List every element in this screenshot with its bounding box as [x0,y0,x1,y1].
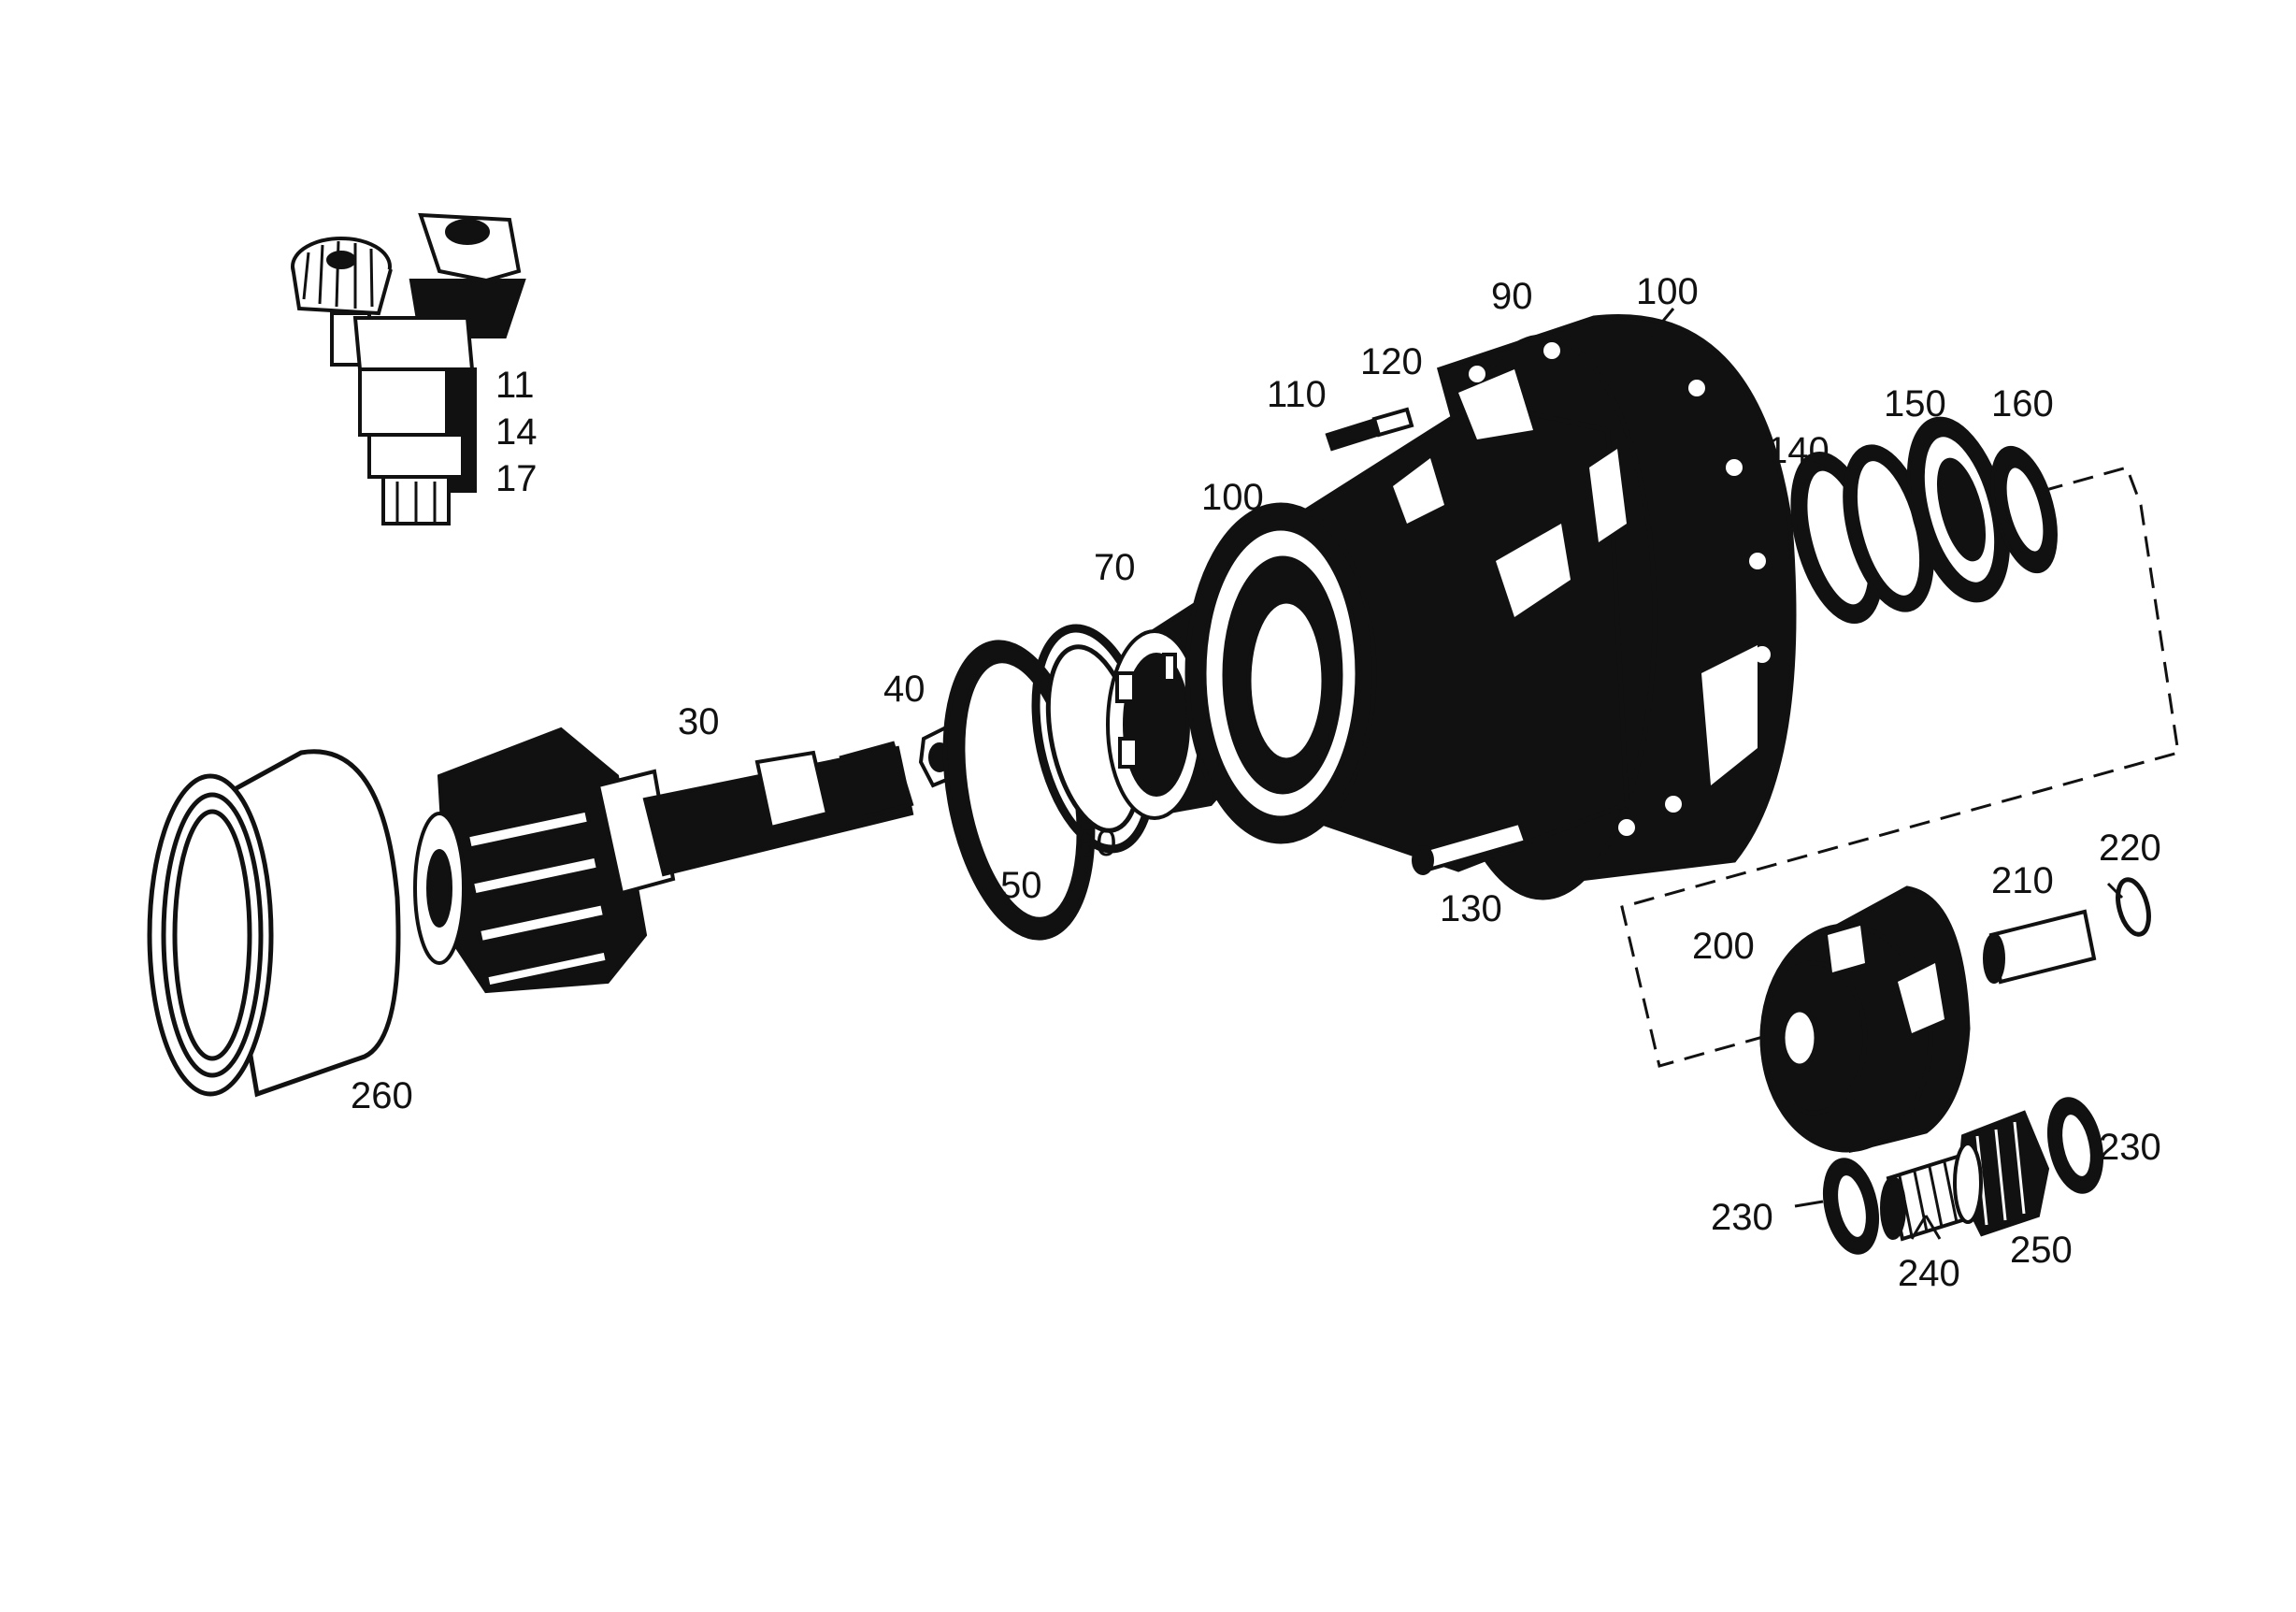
label-210: 210 [1991,860,2054,901]
planet-gear-part-250 [1953,1110,2050,1237]
label-220: 220 [2099,828,2161,869]
leader-lines [1648,308,2124,1240]
label-150: 150 [1884,383,1946,425]
pinion-assembly-part [291,212,526,525]
label-230-right: 230 [2099,1127,2161,1168]
label-50: 50 [1000,865,1042,906]
label-260: 260 [351,1075,413,1116]
nut-part-160 [1990,445,2058,574]
label-160: 160 [1991,383,2054,425]
bearing-part-150 [1843,416,2011,612]
label-120: 120 [1360,341,1423,382]
label-230-left: 230 [1711,1197,1773,1238]
part-labels: 11 14 17 30 40 50 60 70 90 100 100 110 1… [351,271,2161,1294]
label-130: 130 [1440,888,1502,929]
label-14: 14 [495,411,538,453]
label-11: 11 [495,365,535,406]
label-200: 200 [1692,926,1755,967]
planet-carrier-part-200 [1759,885,1971,1154]
bolt-part-130 [1412,820,1528,875]
label-30: 30 [678,701,720,742]
label-110: 110 [1267,374,1327,415]
pin-part-110-120 [1325,407,1414,452]
dashed-leader-box [1620,466,2180,1068]
washer-part-230-left [1823,1158,1879,1255]
housing-part-90-100 [1184,314,1797,900]
gear-shaft-part-30 [413,727,914,994]
label-140: 140 [1767,430,1830,471]
label-17: 17 [495,458,538,499]
label-40: 40 [883,669,926,710]
label-70: 70 [1094,547,1136,588]
label-90: 90 [1491,276,1533,317]
clip-part-220 [2116,877,2151,937]
label-240: 240 [1898,1253,1960,1294]
label-100-nose: 100 [1201,477,1264,518]
label-250: 250 [2010,1230,2073,1271]
label-100-top: 100 [1636,271,1699,312]
planet-pin-part-210 [1983,909,2097,985]
washer-part-230-right [2047,1097,2103,1194]
ring-bearing-part-260 [147,749,401,1098]
label-60: 60 [1075,823,1117,864]
